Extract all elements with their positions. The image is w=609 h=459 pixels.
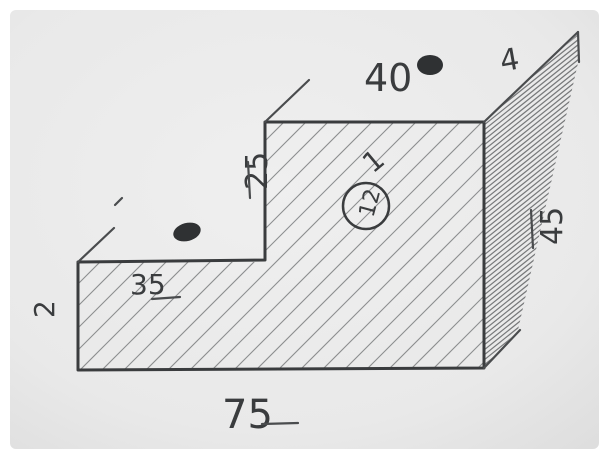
side-hatch-line xyxy=(484,64,578,146)
hatch-line xyxy=(157,122,459,370)
label-top-width: 40 xyxy=(364,56,412,100)
side-hatch-line xyxy=(484,89,578,171)
hatch-line xyxy=(289,122,484,370)
side-hatch-line xyxy=(484,79,578,161)
circled-mark-ring xyxy=(341,181,391,231)
side-hatch-line xyxy=(484,74,578,156)
hatch-line xyxy=(421,122,484,370)
hatch-line xyxy=(135,122,437,370)
hatch-line xyxy=(598,80,609,380)
hatch-line xyxy=(399,122,484,370)
label-step-height: 25 xyxy=(240,152,275,190)
right-height-underline xyxy=(529,208,535,250)
side-hatch-line xyxy=(484,54,578,136)
hatch-line xyxy=(179,122,481,370)
paper-sheet xyxy=(10,10,599,449)
step-width-underline xyxy=(150,295,182,301)
hatch-line xyxy=(333,122,484,370)
side-hatch-line xyxy=(484,59,578,141)
side-back-edge xyxy=(576,30,581,64)
top-step-depth-line xyxy=(263,78,311,124)
bottom-width-underline xyxy=(260,421,300,426)
ink-blot-step xyxy=(173,222,201,242)
label-left-height: 2 xyxy=(28,300,61,318)
side-hatch-line xyxy=(484,44,578,126)
hatch-line xyxy=(355,122,484,370)
ink-blot-top xyxy=(417,55,443,75)
step-height-underline xyxy=(246,160,252,200)
front-face-hatching xyxy=(78,80,609,380)
hatch-line xyxy=(311,122,484,370)
small-tick-mark xyxy=(113,196,124,207)
hatch-line xyxy=(245,122,484,370)
hatch-line xyxy=(377,122,484,370)
label-step-width: 35 xyxy=(130,268,166,301)
hatch-line xyxy=(223,122,484,370)
side-hatch-line xyxy=(484,94,578,176)
hatch-line xyxy=(201,122,484,370)
left-step-depth-line xyxy=(76,226,116,264)
label-bottom-width: 75 xyxy=(222,392,273,438)
label-right-height: 45 xyxy=(535,207,570,245)
side-hatch-line xyxy=(484,84,578,166)
side-hatch-line xyxy=(484,49,578,131)
hatch-line xyxy=(267,122,484,370)
bottom-right-depth-line xyxy=(482,328,522,370)
side-hatch-line xyxy=(484,69,578,151)
top-right-depth-line xyxy=(482,30,580,124)
